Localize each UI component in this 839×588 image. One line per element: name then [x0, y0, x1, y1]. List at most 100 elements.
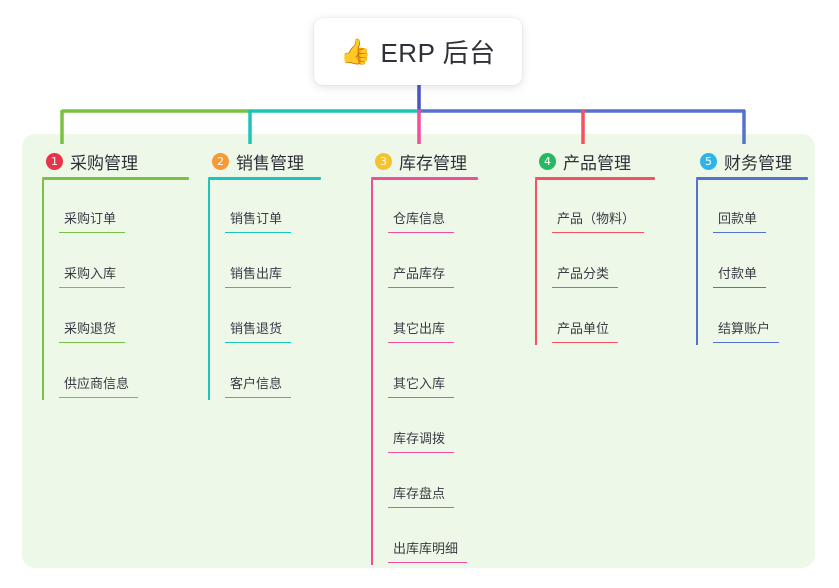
leaf-list-3: 仓库信息产品库存其它出库其它入库库存调拨库存盘点出库库明细: [371, 180, 478, 565]
leaf-node-label: 产品分类: [557, 266, 610, 281]
leaf-node-label: 仓库信息: [393, 211, 446, 226]
leaf-node-underline: [388, 396, 454, 398]
leaf-node[interactable]: 库存调拨: [371, 400, 478, 455]
leaf-node[interactable]: 产品（物料）: [535, 180, 655, 235]
branch-column-4[interactable]: 4 产品管理 产品（物料） 产品分类产品单位: [535, 148, 655, 345]
leaf-spine-5: [696, 180, 698, 345]
leaf-node-label: 回款单: [718, 211, 758, 226]
leaf-node[interactable]: 仓库信息: [371, 180, 478, 235]
leaf-node-label: 采购订单: [64, 211, 117, 226]
root-node-card[interactable]: 👍 ERP 后台: [314, 18, 522, 85]
branch-title-4: 产品管理: [563, 153, 631, 173]
leaf-node[interactable]: 库存盘点: [371, 455, 478, 510]
leaf-node-label: 采购退货: [64, 321, 117, 336]
branch-rule-4: [535, 177, 655, 180]
branch-title-1: 采购管理: [70, 153, 138, 173]
leaf-node-label: 其它出库: [393, 321, 446, 336]
leaf-node-underline: [388, 561, 467, 563]
branch-column-5[interactable]: 5 财务管理 回款单付款单结算账户: [696, 148, 808, 345]
branch-header-2[interactable]: 2 销售管理: [208, 148, 321, 174]
branch-rule-1: [42, 177, 189, 180]
leaf-node-label: 库存盘点: [393, 486, 446, 501]
leaf-list-5: 回款单付款单结算账户: [696, 180, 808, 345]
leaf-list-4: 产品（物料） 产品分类产品单位: [535, 180, 655, 345]
leaf-node-underline: [388, 286, 454, 288]
branch-badge-2: 2: [212, 152, 229, 170]
leaf-node[interactable]: 销售订单: [208, 180, 321, 235]
leaf-spine-4: [535, 180, 537, 345]
leaf-node-label: 供应商信息: [64, 376, 130, 391]
leaf-node-label: 客户信息: [230, 376, 283, 391]
branch-rule-5: [696, 177, 808, 180]
leaf-node[interactable]: 结算账户: [696, 290, 808, 345]
branch-title-5: 财务管理: [724, 153, 792, 173]
leaf-spine-3: [371, 180, 373, 565]
branch-badge-1: 1: [46, 152, 63, 170]
leaf-node[interactable]: 出库库明细: [371, 510, 478, 565]
leaf-node-label: 采购入库: [64, 266, 117, 281]
leaf-node-label: 结算账户: [718, 321, 771, 336]
thumbs-up-icon: 👍: [340, 37, 372, 66]
branch-rule-2: [208, 177, 321, 180]
leaf-spine-1: [42, 180, 44, 400]
leaf-node[interactable]: 产品分类: [535, 235, 655, 290]
leaf-node-underline: [713, 231, 766, 233]
branch-header-1[interactable]: 1 采购管理: [42, 148, 189, 174]
leaf-node-underline: [713, 341, 779, 343]
leaf-node-label: 出库库明细: [393, 541, 459, 556]
leaf-node-label: 其它入库: [393, 376, 446, 391]
leaf-node-underline: [552, 286, 618, 288]
leaf-node[interactable]: 销售出库: [208, 235, 321, 290]
leaf-node-underline: [225, 231, 291, 233]
leaf-node[interactable]: 产品单位: [535, 290, 655, 345]
leaf-node[interactable]: 供应商信息: [42, 345, 189, 400]
branch-badge-3: 3: [375, 152, 392, 170]
leaf-node-underline: [713, 286, 766, 288]
branch-column-1[interactable]: 1 采购管理 采购订单采购入库采购退货供应商信息: [42, 148, 189, 400]
leaf-node-label: 销售退货: [230, 321, 283, 336]
leaf-node[interactable]: 产品库存: [371, 235, 478, 290]
leaf-node-underline: [225, 341, 291, 343]
leaf-node[interactable]: 其它出库: [371, 290, 478, 345]
leaf-node-label: 付款单: [718, 266, 758, 281]
branch-rule-3: [371, 177, 478, 180]
leaf-node-underline: [388, 231, 454, 233]
leaf-node-underline: [388, 451, 454, 453]
leaf-node[interactable]: 付款单: [696, 235, 808, 290]
leaf-node-label: 产品（物料）: [557, 211, 636, 226]
branch-header-5[interactable]: 5 财务管理: [696, 148, 808, 174]
leaf-node-label: 产品单位: [557, 321, 610, 336]
root-node-content: 👍 ERP 后台: [340, 33, 495, 70]
leaf-node[interactable]: 采购订单: [42, 180, 189, 235]
leaf-node-label: 销售订单: [230, 211, 283, 226]
leaf-node[interactable]: 回款单: [696, 180, 808, 235]
leaf-node-label: 销售出库: [230, 266, 283, 281]
branch-column-2[interactable]: 2 销售管理 销售订单销售出库销售退货客户信息: [208, 148, 321, 400]
branch-title-3: 库存管理: [399, 153, 467, 173]
leaf-spine-2: [208, 180, 210, 400]
leaf-node-underline: [388, 506, 454, 508]
branch-header-4[interactable]: 4 产品管理: [535, 148, 655, 174]
branch-badge-5: 5: [700, 152, 717, 170]
leaf-list-1: 采购订单采购入库采购退货供应商信息: [42, 180, 189, 400]
leaf-node-underline: [59, 341, 125, 343]
branch-header-3[interactable]: 3 库存管理: [371, 148, 478, 174]
branch-title-2: 销售管理: [236, 153, 304, 173]
leaf-node-underline: [552, 231, 644, 233]
leaf-node-underline: [388, 341, 454, 343]
branch-badge-4: 4: [539, 152, 556, 170]
leaf-node-label: 产品库存: [393, 266, 446, 281]
leaf-node-underline: [225, 396, 291, 398]
leaf-node[interactable]: 采购退货: [42, 290, 189, 345]
leaf-node-underline: [59, 231, 125, 233]
leaf-node[interactable]: 客户信息: [208, 345, 321, 400]
leaf-node[interactable]: 销售退货: [208, 290, 321, 345]
leaf-node-underline: [59, 286, 125, 288]
leaf-node[interactable]: 采购入库: [42, 235, 189, 290]
leaf-node[interactable]: 其它入库: [371, 345, 478, 400]
branch-column-3[interactable]: 3 库存管理 仓库信息产品库存其它出库其它入库库存调拨库存盘点出库库明细: [371, 148, 478, 565]
leaf-node-label: 库存调拨: [393, 431, 446, 446]
leaf-list-2: 销售订单销售出库销售退货客户信息: [208, 180, 321, 400]
leaf-node-underline: [59, 396, 138, 398]
